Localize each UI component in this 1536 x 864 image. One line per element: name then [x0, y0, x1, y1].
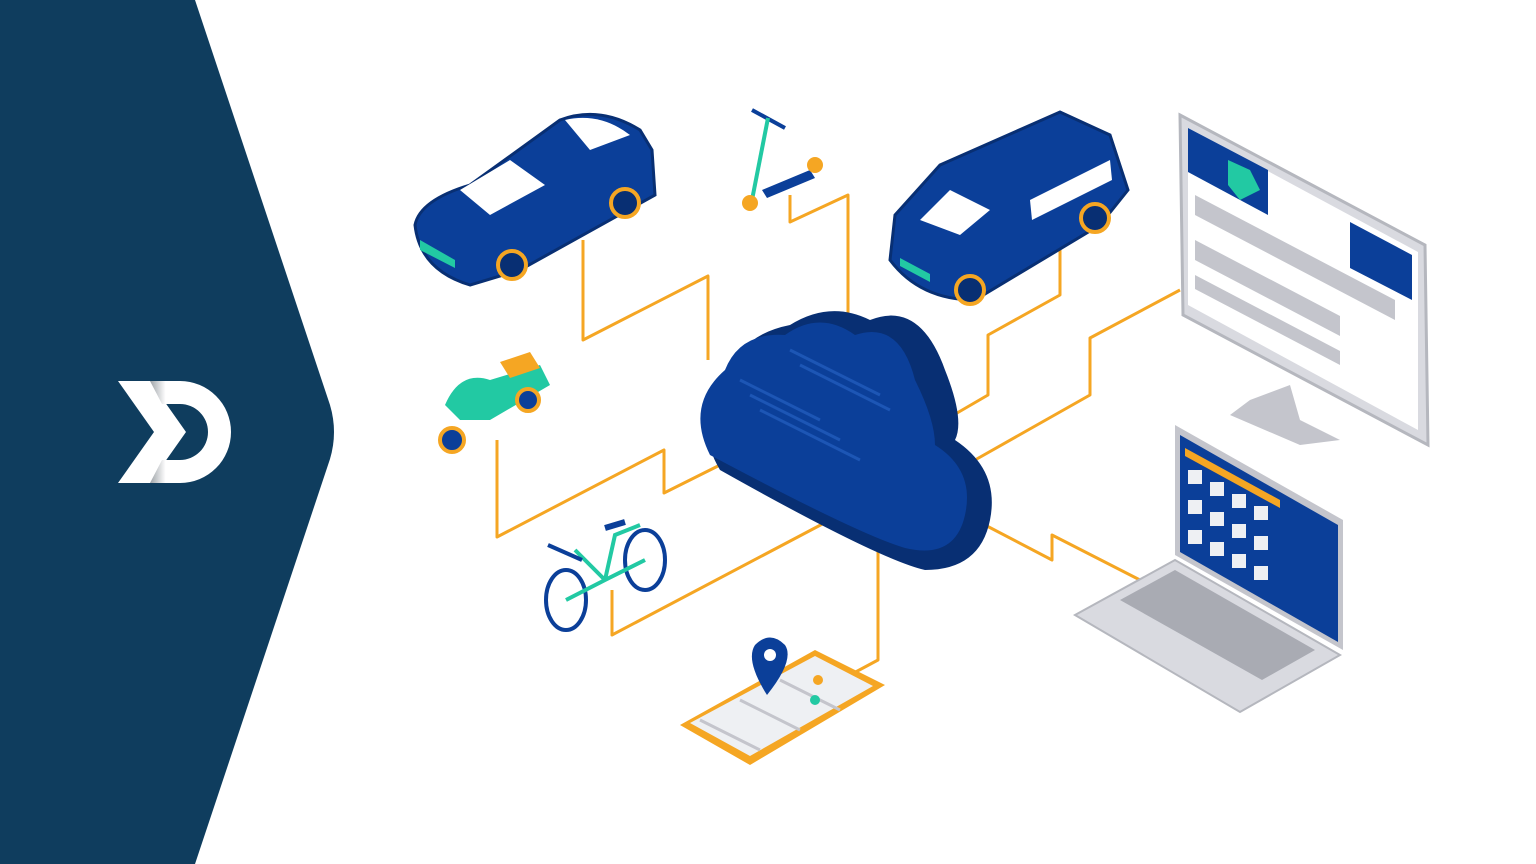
moped-icon — [438, 352, 550, 454]
van-icon — [888, 110, 1130, 306]
map-phone-icon — [680, 637, 885, 765]
bicycle-icon — [544, 519, 667, 632]
car-icon — [413, 112, 657, 287]
brand-logo — [118, 381, 231, 483]
cloud-icon — [700, 311, 992, 570]
kick-scooter-icon — [742, 108, 823, 211]
laptop-icon — [1072, 425, 1343, 714]
connector-lines — [495, 193, 1181, 677]
desktop-monitor-icon — [1178, 112, 1430, 448]
